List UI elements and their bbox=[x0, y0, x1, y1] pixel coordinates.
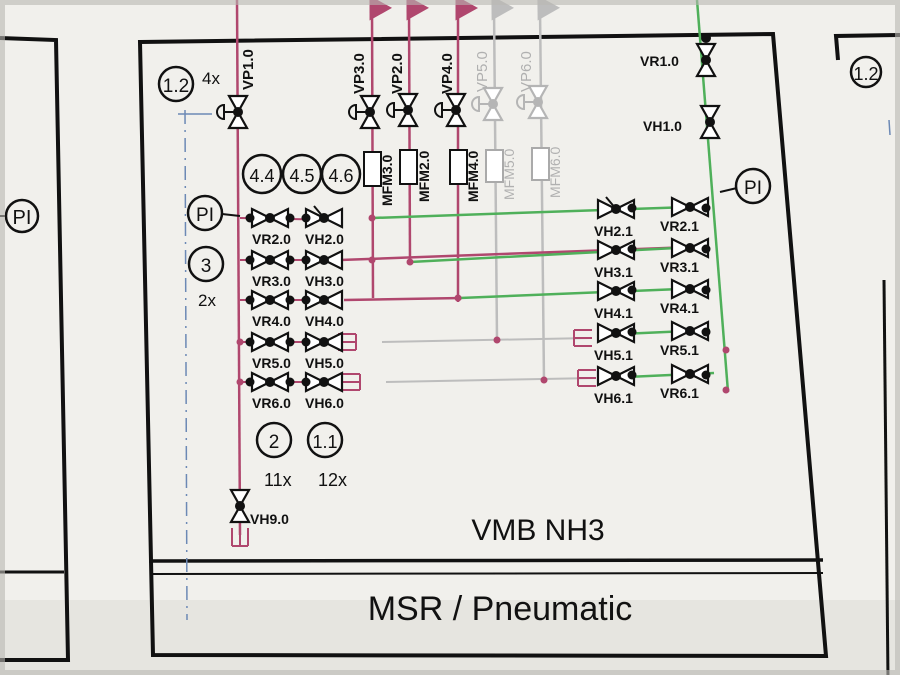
circle-2: 2 bbox=[255, 421, 293, 459]
label-vh-left-1: VH3.0 bbox=[305, 273, 344, 289]
count-2x: 2x bbox=[198, 291, 216, 310]
valve-vr1 bbox=[695, 33, 717, 78]
vp2-label: VP2.0 bbox=[389, 53, 406, 94]
valve-vp4 bbox=[434, 92, 467, 128]
valve-vr-right-2 bbox=[670, 278, 710, 300]
label-vh-right-0: VH2.1 bbox=[594, 223, 633, 239]
circle-1-1: 1.1 bbox=[306, 421, 344, 459]
right-neighbour-panel bbox=[833, 33, 900, 61]
left-pi-indicator: PI bbox=[0, 198, 40, 234]
left-neighbour-panel bbox=[0, 36, 71, 662]
circle-4-6: 4.6 bbox=[320, 153, 362, 195]
circle-3: 3 bbox=[187, 245, 225, 283]
vh9-label: VH9.0 bbox=[250, 511, 289, 527]
label-vr-left-2: VR4.0 bbox=[252, 313, 291, 329]
count-4x: 4x bbox=[202, 69, 220, 88]
main-panel-frame bbox=[137, 31, 829, 659]
label-vr-left-3: VR5.0 bbox=[252, 355, 291, 371]
label-vh-left-2: VH4.0 bbox=[305, 313, 344, 329]
label-vh-left-4: VH6.0 bbox=[305, 395, 344, 411]
right-circle-1-2: 1.2 bbox=[849, 55, 883, 89]
label-vr-right-4: VR6.1 bbox=[660, 385, 699, 401]
svg-text:3: 3 bbox=[201, 256, 212, 277]
circle-4-4: 4.4 bbox=[241, 153, 283, 195]
panel-title: VMB NH3 bbox=[471, 514, 604, 547]
label-vh-right-1: VH3.1 bbox=[594, 264, 633, 280]
mfm2-label: MFM2.0 bbox=[416, 150, 432, 202]
valve-vh-right-3 bbox=[596, 322, 636, 344]
valve-vp5 bbox=[471, 86, 504, 122]
valve-vp6 bbox=[516, 84, 549, 120]
svg-text:PI: PI bbox=[196, 205, 214, 226]
label-vr-right-0: VR2.1 bbox=[660, 218, 699, 234]
label-vh-right-4: VH6.1 bbox=[594, 390, 633, 406]
valve-vh1 bbox=[699, 104, 721, 140]
circle-pi-left: PI bbox=[186, 194, 241, 232]
circle-pi-right: PI bbox=[719, 167, 772, 205]
svg-text:2: 2 bbox=[269, 432, 280, 453]
mfm5-label: MFM5.0 bbox=[501, 148, 517, 200]
label-vr-left-4: VR6.0 bbox=[252, 395, 291, 411]
svg-text:4.6: 4.6 bbox=[328, 166, 353, 186]
valve-vr-right-1 bbox=[670, 237, 710, 259]
svg-text:1.1: 1.1 bbox=[312, 432, 337, 452]
count-12x: 12x bbox=[318, 470, 347, 490]
svg-text:4.5: 4.5 bbox=[289, 166, 314, 186]
valve-vh-left-4 bbox=[304, 371, 344, 393]
vp5-label: VP5.0 bbox=[474, 51, 491, 92]
svg-text:1.2: 1.2 bbox=[163, 76, 189, 97]
right-circle-text: 1.2 bbox=[853, 64, 878, 84]
valve-vh-left-0 bbox=[304, 205, 344, 229]
svg-text:PI: PI bbox=[744, 178, 762, 199]
vh1-label: VH1.0 bbox=[643, 118, 682, 134]
main-magenta-supply bbox=[235, 0, 242, 536]
mfm3-label: MFM3.0 bbox=[379, 154, 395, 206]
valve-vr-right-3 bbox=[670, 320, 710, 342]
valve-layer bbox=[216, 33, 730, 524]
valve-vp2 bbox=[386, 92, 419, 128]
circle-1-2: 1.2 bbox=[157, 65, 195, 103]
label-vr-right-3: VR5.1 bbox=[660, 342, 699, 358]
valve-vp3 bbox=[348, 94, 381, 130]
label-vr-left-1: VR3.0 bbox=[252, 273, 291, 289]
footer-title: MSR / Pneumatic bbox=[368, 590, 633, 628]
vp4-label: VP4.0 bbox=[439, 53, 456, 94]
boundary-line bbox=[184, 109, 188, 621]
label-vh-right-2: VH4.1 bbox=[594, 305, 633, 321]
mfm4-label: MFM4.0 bbox=[465, 150, 481, 202]
mfm6-label: MFM6.0 bbox=[547, 146, 563, 198]
svg-text:4.4: 4.4 bbox=[249, 166, 274, 186]
valve-vr-right-4 bbox=[670, 363, 710, 385]
valve-vh-right-2 bbox=[596, 280, 636, 302]
count-11x: 11x bbox=[264, 470, 292, 490]
vp6-line bbox=[537, 0, 560, 383]
vp3-label: VP3.0 bbox=[351, 53, 368, 94]
left-pi-text: PI bbox=[13, 207, 32, 229]
valve-vp1 bbox=[216, 94, 249, 130]
vp6-label: VP6.0 bbox=[518, 51, 535, 92]
valve-vh9 bbox=[229, 488, 251, 524]
label-vr-left-0: VR2.0 bbox=[252, 231, 291, 247]
label-vh-left-0: VH2.0 bbox=[305, 231, 344, 247]
label-vh-left-3: VH5.0 bbox=[305, 355, 344, 371]
label-vh-right-3: VH5.1 bbox=[594, 347, 633, 363]
valve-vr-right-0 bbox=[670, 196, 710, 218]
vp2-line bbox=[406, 0, 429, 263]
vr1-label: VR1.0 bbox=[640, 53, 679, 69]
valve-vh-right-1 bbox=[596, 239, 636, 261]
valve-vh-right-4 bbox=[596, 365, 636, 387]
vp1-label: VP1.0 bbox=[240, 49, 257, 90]
label-vr-right-1: VR3.1 bbox=[660, 259, 699, 275]
mfm-group bbox=[363, 147, 550, 187]
valve-vh-right-0 bbox=[596, 196, 636, 220]
label-vr-right-2: VR4.1 bbox=[660, 300, 699, 316]
